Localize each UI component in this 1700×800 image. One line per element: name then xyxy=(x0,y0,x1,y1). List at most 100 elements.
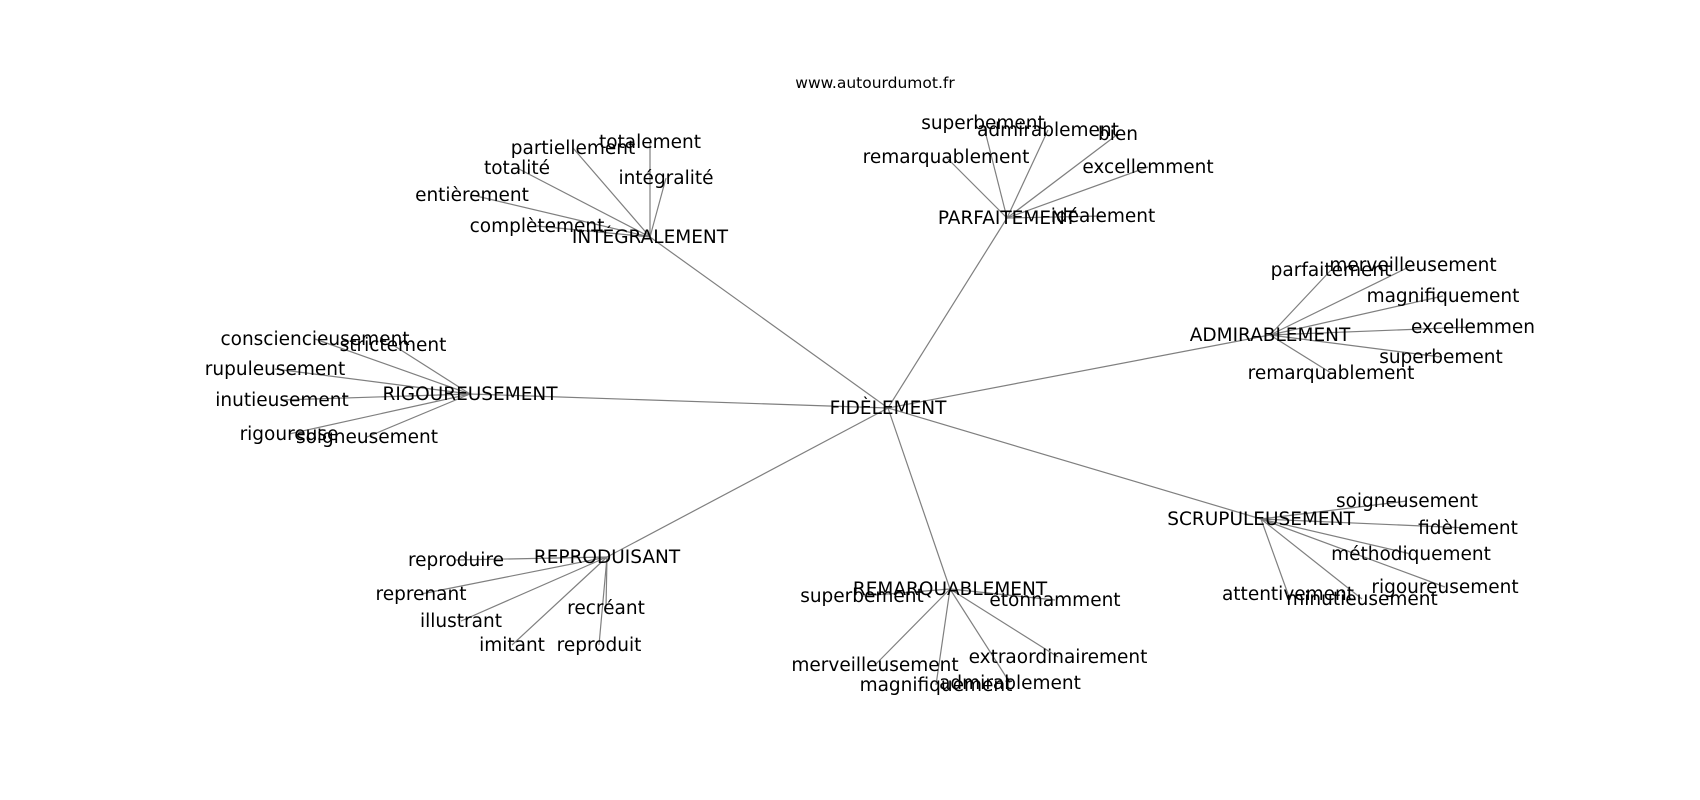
hub-leaf-edge xyxy=(392,344,471,395)
hub-leaf-edge xyxy=(471,194,651,238)
hub-leaf-edge xyxy=(274,368,471,395)
leaf-word: rigoureuse xyxy=(240,424,339,445)
leaf-word: illustrant xyxy=(420,611,502,632)
leaf-word: méthodiquement xyxy=(1331,544,1491,565)
hub-leaf-edge xyxy=(949,588,1056,601)
center-hub-edge xyxy=(887,334,1271,409)
hub-leaf-edge xyxy=(1269,334,1442,358)
hub-leaf-edge xyxy=(1269,326,1474,336)
leaf-word: imitant xyxy=(479,635,545,656)
leaf-word: attentivement xyxy=(1222,584,1354,605)
hub-word: REPRODUISANT xyxy=(534,547,681,568)
leaf-word: intégralité xyxy=(618,168,713,189)
hub-leaf-edge xyxy=(572,147,651,238)
hub-word: REMARQUABLEMENT xyxy=(853,579,1048,600)
labels-layer: www.autourdumot.fr FIDÈLEMENT INTÉGRALEME… xyxy=(205,74,1535,696)
leaf-word: idéalement xyxy=(1051,206,1156,227)
center-hub-edge xyxy=(887,407,951,590)
leaf-word: totalité xyxy=(484,158,550,179)
center-word: FIDÈLEMENT xyxy=(830,397,948,419)
hub-leaf-edge xyxy=(945,156,1008,219)
hub-leaf-edge xyxy=(366,393,471,438)
leaf-word: recréant xyxy=(567,598,645,619)
hub-leaf-edge xyxy=(1260,500,1408,520)
leaf-word: admirablement xyxy=(977,120,1119,141)
leaf-word: totalement xyxy=(599,132,701,153)
leaf-word: soigneusement xyxy=(1336,491,1478,512)
leaf-word: reprenant xyxy=(376,584,467,605)
hub-word: PARFAITEMENT xyxy=(938,208,1077,229)
site-header: www.autourdumot.fr xyxy=(795,74,955,92)
leaf-word: reproduire xyxy=(408,550,504,571)
leaf-word: strictement xyxy=(340,335,447,356)
hub-word: INTÉGRALEMENT xyxy=(572,226,729,248)
leaf-word: superbement xyxy=(921,113,1045,134)
leaf-word: minutieusement xyxy=(1286,589,1438,610)
leaf-word: excellemment xyxy=(1082,157,1213,178)
hub-word: RIGOUREUSEMENT xyxy=(382,384,558,405)
center-hub-edge xyxy=(887,217,1008,409)
leaf-word: magnifiquement xyxy=(1367,286,1520,307)
hub-leaf-edge xyxy=(598,556,608,646)
center-hub-edge xyxy=(649,236,889,409)
hub-leaf-edge xyxy=(314,338,471,395)
hub-leaf-edge xyxy=(949,588,1059,658)
hub-leaf-edge xyxy=(455,556,608,561)
hub-leaf-edge xyxy=(516,167,651,238)
leaf-word: fidèlement xyxy=(1418,518,1518,539)
hub-leaf-edge xyxy=(281,393,471,401)
hub-leaf-edge xyxy=(605,556,608,609)
leaf-word: extraordinairement xyxy=(969,647,1148,668)
hub-leaf-edge xyxy=(861,588,951,597)
hub-leaf-edge xyxy=(536,225,651,238)
leaf-word: partiellement xyxy=(511,138,636,159)
hub-leaf-edge xyxy=(649,177,667,238)
hub-leaf-edge xyxy=(1006,166,1149,219)
hub-word: ADMIRABLEMENT xyxy=(1190,325,1351,346)
hub-leaf-edge xyxy=(982,122,1008,219)
hub-leaf-edge xyxy=(1260,518,1446,588)
hub-leaf-edge xyxy=(874,588,951,666)
leaf-word: entièrement xyxy=(415,185,529,206)
leaf-word: magnifiquement xyxy=(860,675,1013,696)
leaf-word: rigoureusement xyxy=(1371,577,1518,598)
leaf-word: superbement xyxy=(1379,347,1503,368)
hub-leaf-edge xyxy=(949,588,1011,684)
hub-leaf-edge xyxy=(935,588,951,686)
leaf-word: rupuleusement xyxy=(205,359,345,380)
hub-leaf-edge xyxy=(1260,518,1363,600)
leaf-word: complètement xyxy=(470,216,605,237)
hub-leaf-edge xyxy=(288,393,471,435)
hub-leaf-edge xyxy=(1006,129,1049,219)
hub-leaf-edge xyxy=(1006,215,1104,219)
hub-leaf-edge xyxy=(1269,295,1444,336)
center-hub-edge xyxy=(469,393,889,409)
leaf-word: remarquablement xyxy=(1248,363,1415,384)
center-hub-edge xyxy=(606,407,889,558)
hub-leaf-edge xyxy=(1260,518,1289,595)
leaf-word: étonnamment xyxy=(989,590,1120,611)
center-hub-edge xyxy=(887,407,1262,520)
hub-leaf-edge xyxy=(1260,518,1412,555)
edges-layer xyxy=(274,122,1474,686)
leaf-word: consciencieusement xyxy=(220,329,409,350)
leaf-word: superbement xyxy=(800,586,924,607)
hub-leaf-edge xyxy=(1269,334,1332,374)
leaf-word: excellemmen xyxy=(1411,317,1535,338)
leaf-word: merveilleusement xyxy=(1329,255,1496,276)
hub-leaf-edge xyxy=(1006,133,1119,219)
leaf-word: soigneusement xyxy=(296,427,438,448)
leaf-word: inutieusement xyxy=(215,390,349,411)
hub-leaf-edge xyxy=(1269,269,1332,336)
hub-leaf-edge xyxy=(460,556,608,622)
hub-leaf-edge xyxy=(1260,518,1469,529)
leaf-word: bien xyxy=(1098,124,1138,145)
leaf-word: parfaitement xyxy=(1271,260,1392,281)
leaf-word: merveilleusement xyxy=(791,655,958,676)
leaf-word: admirablement xyxy=(939,673,1081,694)
hub-leaf-edge xyxy=(420,556,608,595)
leaf-word: reproduit xyxy=(557,635,642,656)
hub-leaf-edge xyxy=(1269,264,1414,336)
leaf-word: remarquablement xyxy=(863,147,1030,168)
